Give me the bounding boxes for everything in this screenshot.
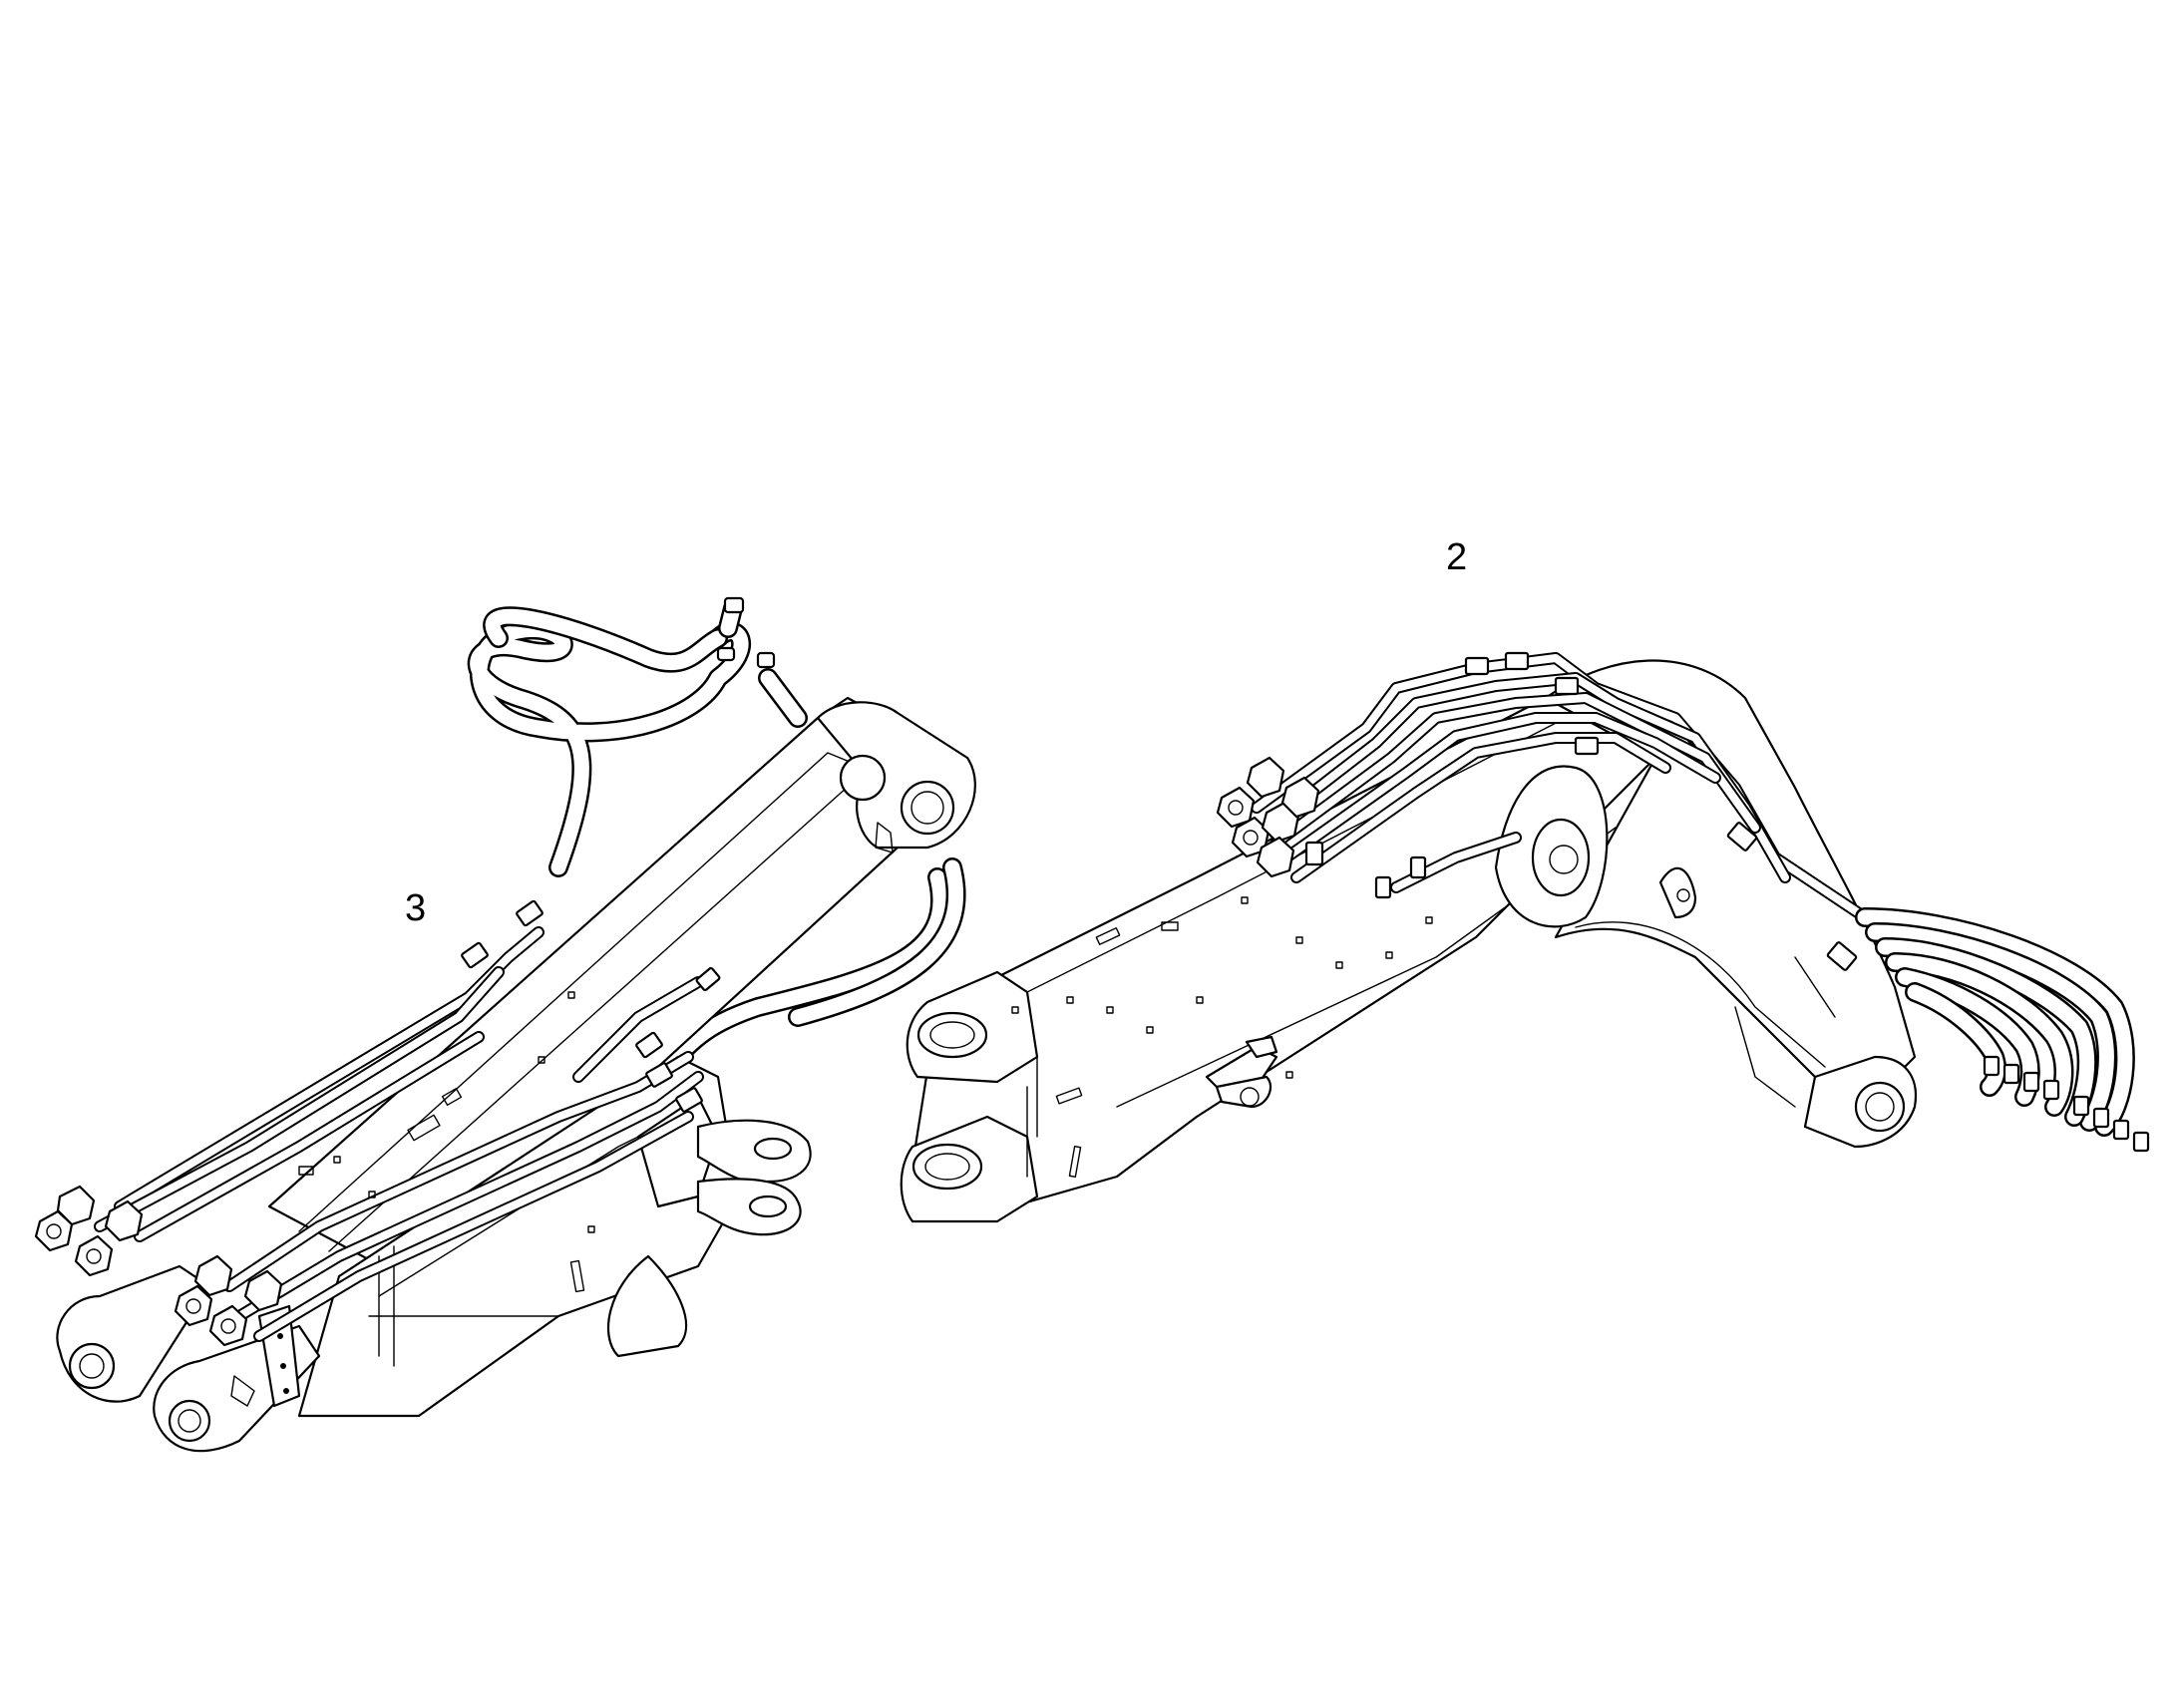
arm-details xyxy=(298,991,595,1233)
arm-pipes xyxy=(94,899,721,1342)
arm-hose-loop xyxy=(467,596,966,1087)
arm-front-ends xyxy=(56,1264,321,1453)
callout-label-boom: 2 xyxy=(1446,536,1468,578)
boom-foot xyxy=(900,970,1083,1223)
boom-assembly xyxy=(900,651,2150,1223)
callout-label-arm: 3 xyxy=(405,887,427,929)
boom-details xyxy=(1011,896,1433,1079)
boom-couplings xyxy=(1216,756,1427,899)
boom-hose-bundle xyxy=(1855,907,2150,1153)
boom-pipes xyxy=(1251,651,1871,971)
boom-side-bracket xyxy=(1205,1035,1278,1109)
arm-couplings xyxy=(34,1185,283,1347)
arm-assembly xyxy=(34,596,976,1453)
